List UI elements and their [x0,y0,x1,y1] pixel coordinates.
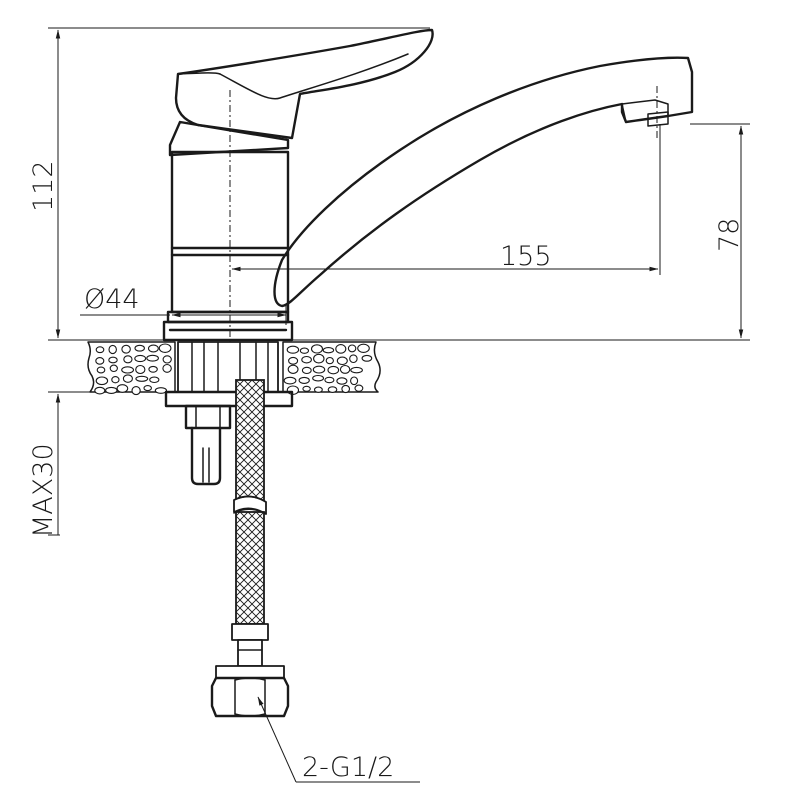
stone-texture [105,386,118,394]
stone-texture [123,355,133,364]
stone-texture [148,365,158,373]
dim-base-diameter-label: Ø44 [84,284,140,315]
stone-texture [361,354,373,362]
stone-texture [283,376,297,385]
stone-texture [336,377,348,385]
stone-texture [95,376,109,386]
stone-texture [286,345,300,354]
stone-texture [162,355,172,364]
countertop-section [87,341,381,396]
stone-texture [350,366,363,374]
dim-spout-height-label: 78 [714,218,745,252]
stone-texture [96,366,106,374]
stone-texture [108,356,118,364]
stone-texture [108,344,117,355]
stone-texture [134,344,145,352]
stone-texture [158,343,172,353]
stone-texture [147,344,159,353]
stone-texture [350,376,359,386]
stone-texture [287,364,299,374]
stone-texture [135,364,146,375]
stone-texture [134,354,147,363]
stone-texture [121,366,135,374]
stone-texture [162,363,172,373]
stone-texture [94,386,106,395]
stone-texture [322,347,335,354]
stone-texture [122,374,133,383]
stone-texture [301,366,312,375]
stone-texture [339,364,351,374]
stone-texture [298,376,310,384]
stone-texture [324,376,335,384]
stone-texture [302,385,311,392]
faucet-body [162,28,694,350]
stone-texture [121,344,131,354]
stone-texture [111,376,120,384]
stone-texture [357,343,370,353]
stone-texture [312,374,325,382]
stone-texture [341,384,351,394]
stone-texture [312,365,326,374]
mounting-hardware [164,341,294,486]
stone-texture [135,375,149,382]
stone-texture [336,356,348,366]
stone-texture [347,344,357,353]
stone-texture [327,386,338,393]
stone-texture [301,355,312,364]
stone-texture [325,356,334,365]
dimension-lines [48,27,750,536]
stone-texture [95,357,105,365]
dim-height-total-label: 112 [28,160,59,212]
stone-texture [310,344,324,354]
stone-texture [116,384,129,393]
stone-texture [154,387,168,394]
stone-texture [299,347,310,354]
flexible-hose [210,379,290,718]
connection-thread-label: 2-G1/2 [302,752,394,783]
stone-texture [349,354,358,364]
stone-texture [149,376,160,384]
stone-texture [313,353,325,364]
connection-leader [257,696,297,783]
stone-texture [143,385,152,392]
stone-texture [131,386,141,396]
stone-texture [313,386,323,393]
dim-max-thickness-label: MAX30 [28,443,59,538]
stone-texture [327,365,340,375]
stone-texture [354,384,364,392]
stone-texture [146,354,159,362]
stone-texture [109,364,118,373]
stone-texture [288,356,299,365]
stone-texture [335,344,347,354]
dim-spout-reach-label: 155 [500,241,552,272]
stone-texture [95,346,105,354]
